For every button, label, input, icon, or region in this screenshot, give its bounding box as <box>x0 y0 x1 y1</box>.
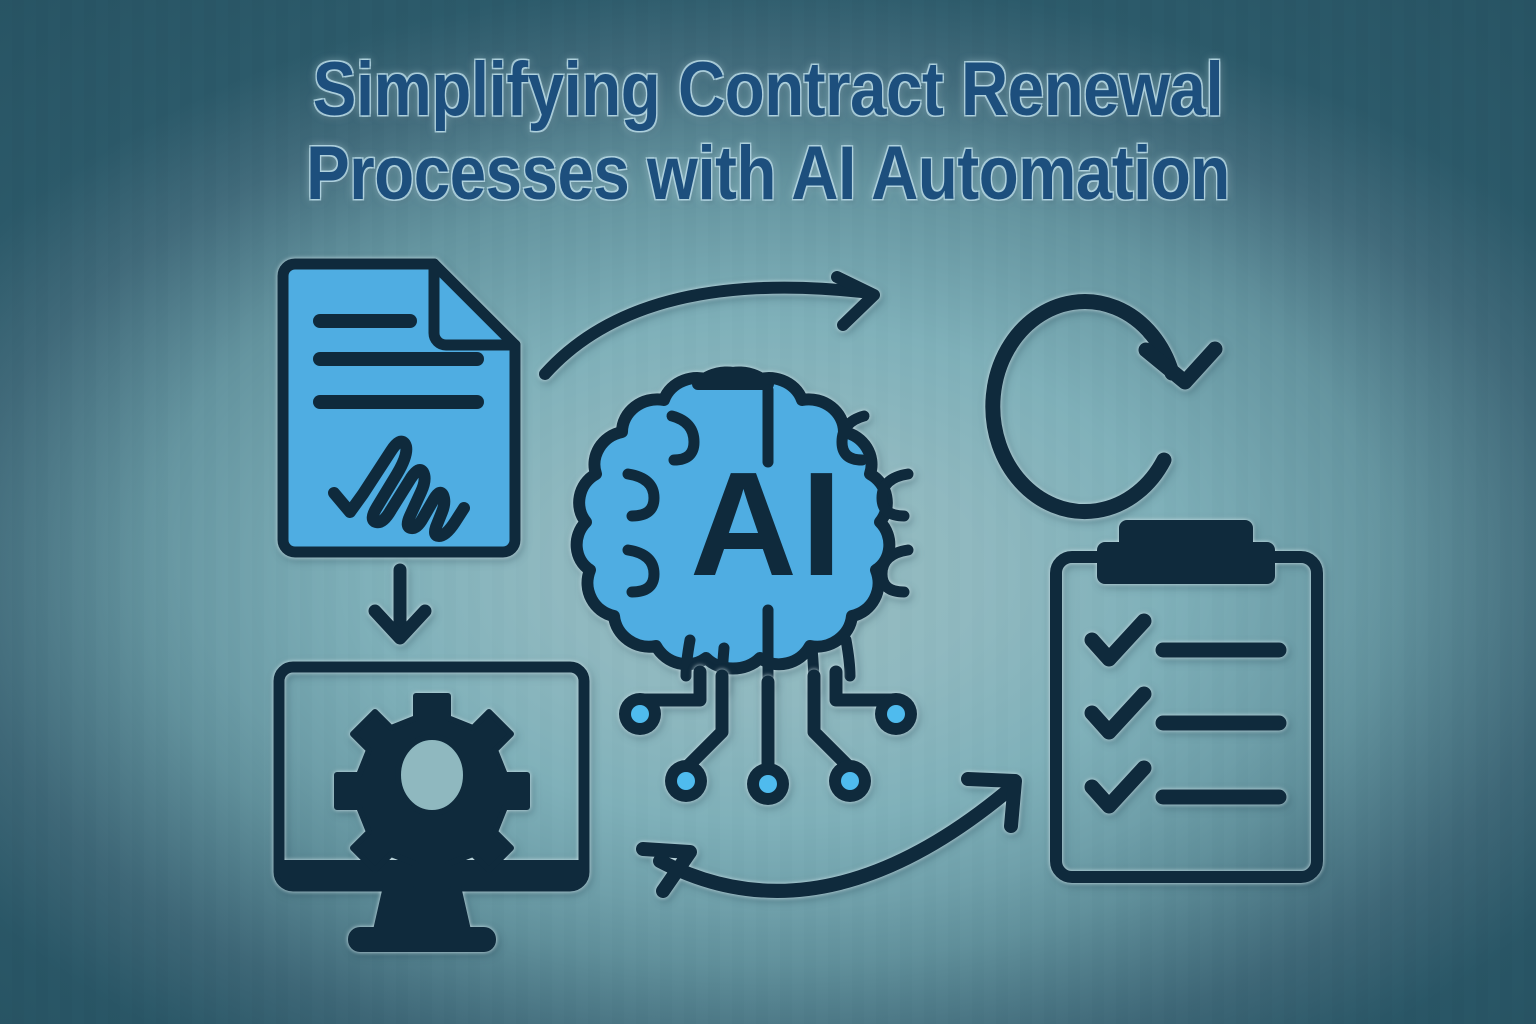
page-title: Simplifying Contract Renewal Processes w… <box>0 48 1536 216</box>
clipboard-clip <box>1097 520 1275 584</box>
circuit-node <box>619 693 917 805</box>
curved-arrow-right-icon <box>539 271 880 380</box>
document-text-lines <box>313 314 484 409</box>
document-signature-mark <box>328 435 470 542</box>
clipboard-checklist-rows <box>1084 613 1287 814</box>
monitor-base <box>348 927 496 952</box>
brain-ai-label: AI <box>690 442 846 607</box>
clipboard-checklist-icon[interactable] <box>1050 520 1323 883</box>
gear-icon <box>334 693 530 889</box>
arrow-down-icon <box>368 563 432 645</box>
title-line-2: Processes with AI Automation <box>306 131 1230 216</box>
title-line-1: Simplifying Contract Renewal <box>312 47 1224 132</box>
brain-circuit-traces <box>619 665 917 805</box>
monitor-gear-icon[interactable] <box>273 661 590 952</box>
document-signature-icon[interactable] <box>277 258 521 558</box>
monitor-stand <box>373 886 471 930</box>
refresh-circle-arrow-icon[interactable] <box>985 294 1223 520</box>
gear-hole <box>395 734 469 816</box>
curved-double-arrow-icon <box>636 772 1022 898</box>
document-folded-corner <box>428 258 521 351</box>
ai-brain-icon[interactable]: AI <box>570 366 914 694</box>
